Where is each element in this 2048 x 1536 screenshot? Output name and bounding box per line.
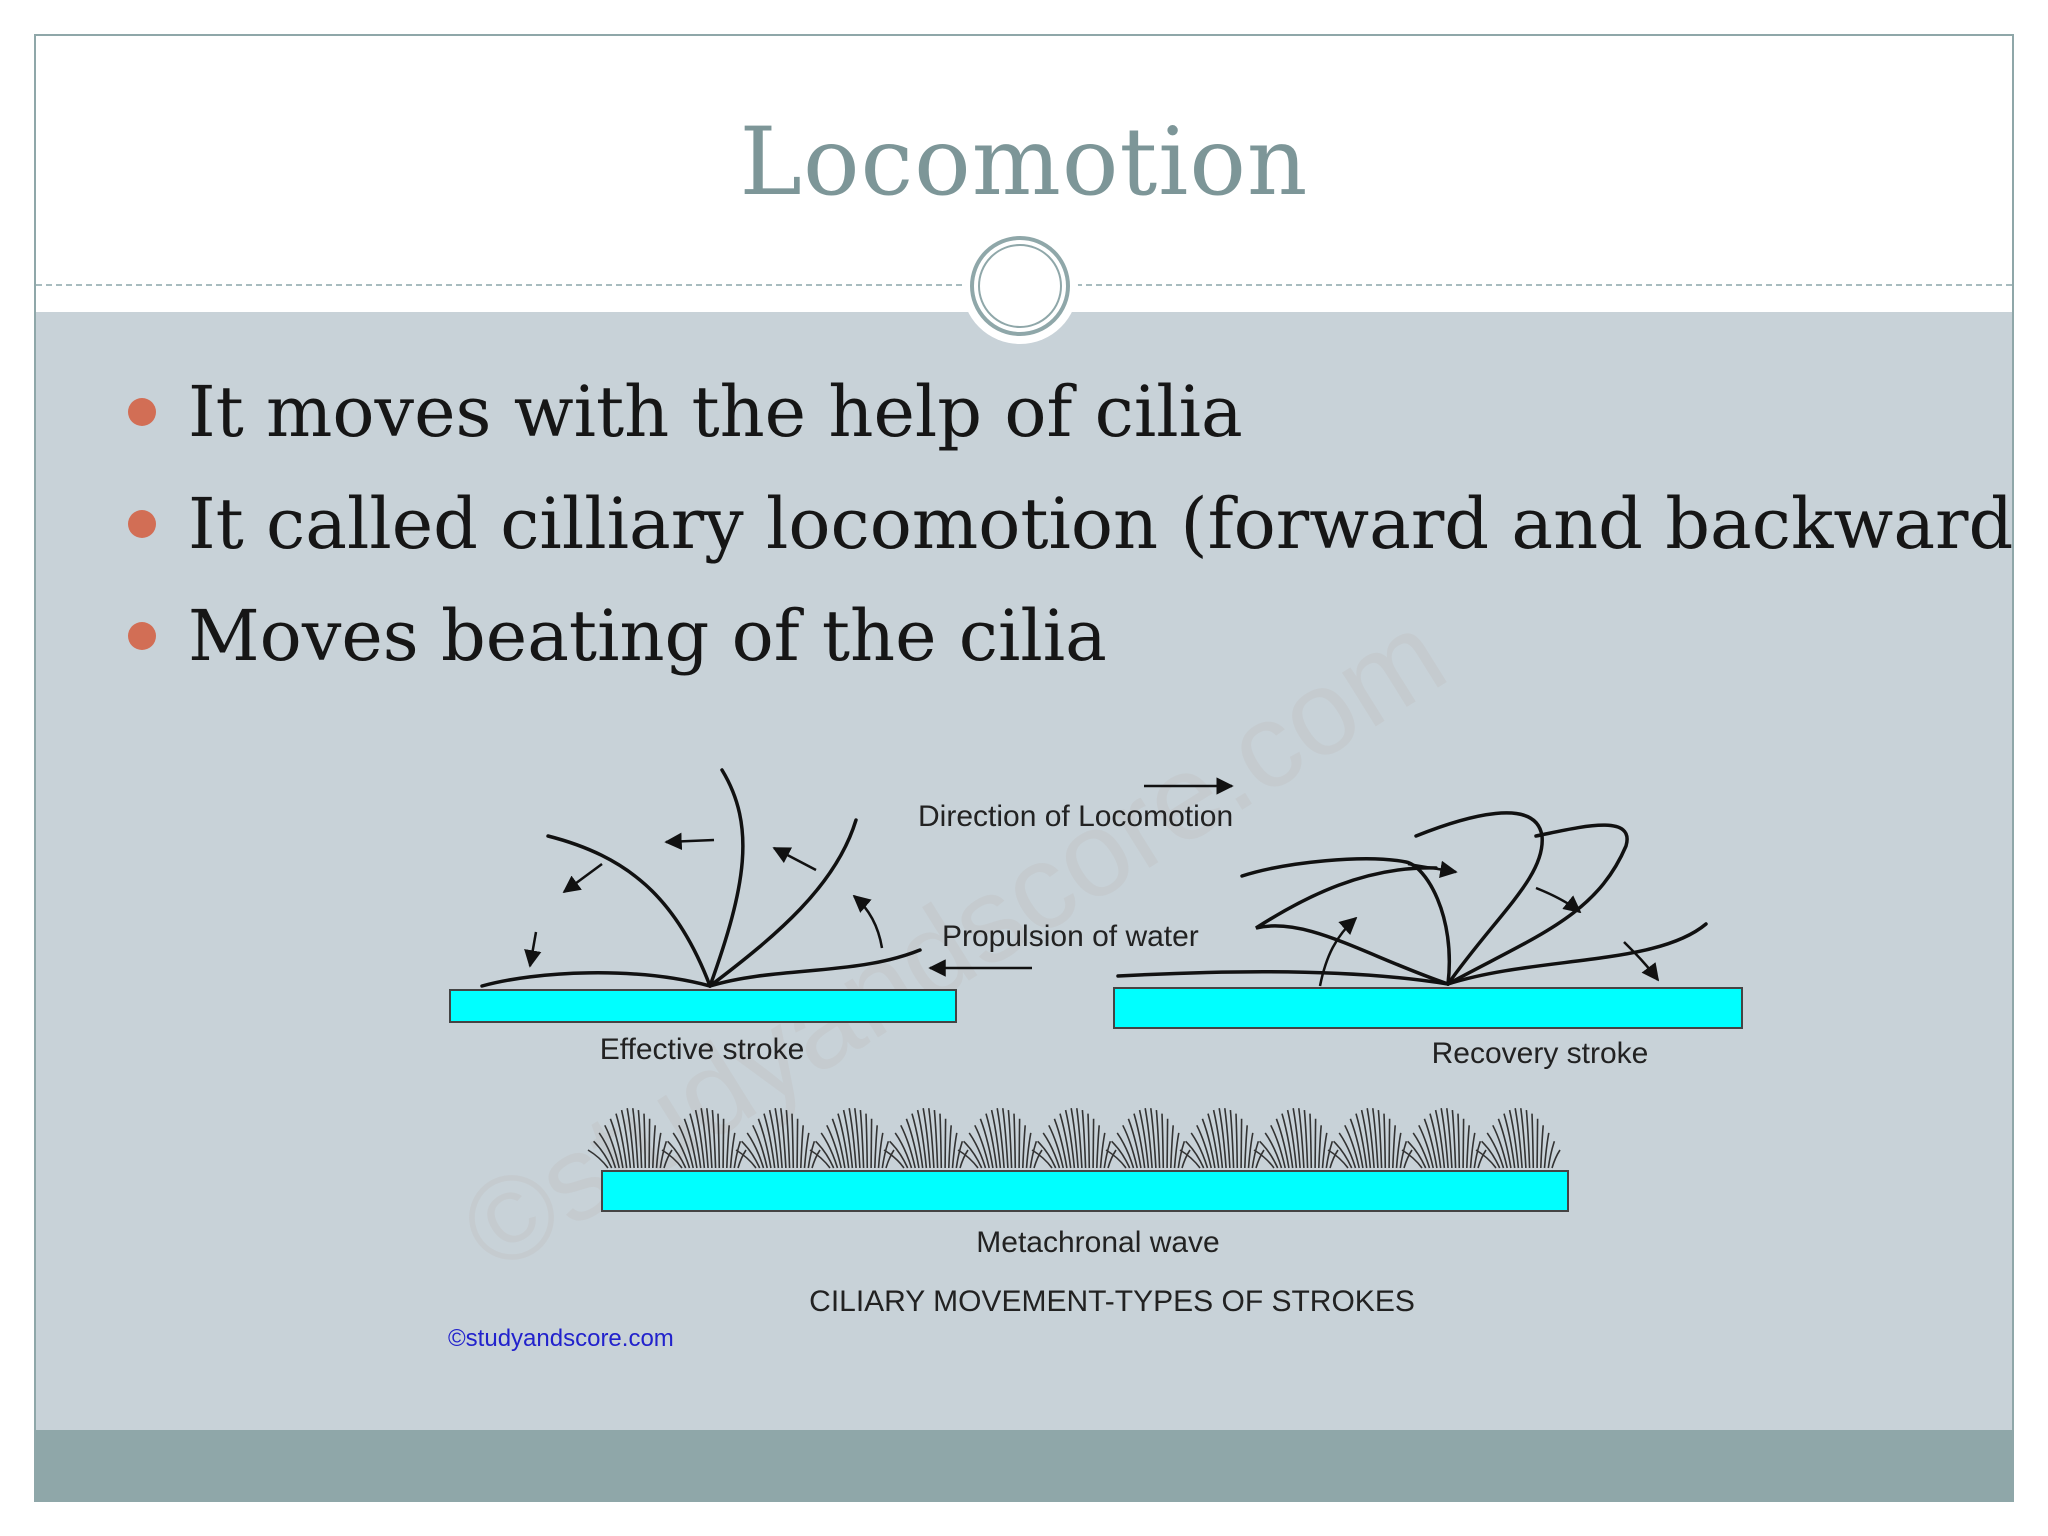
bullet-text: It called cilliary locomotion (forward a… — [188, 483, 2014, 565]
bullet-dot-icon — [128, 510, 156, 538]
bullet-dot-icon — [128, 622, 156, 650]
recovery-stroke-diagram — [1113, 811, 1743, 1029]
slide-title: Locomotion — [739, 108, 1309, 217]
footer-bar — [36, 1430, 2012, 1500]
recovery-stroke-base — [1113, 987, 1743, 1029]
effective-stroke-base — [449, 989, 957, 1023]
bullet-item: It called cilliary locomotion (forward a… — [96, 468, 2012, 580]
propulsion-of-water-label: Propulsion of water — [942, 920, 1199, 953]
metachronal-wave-base — [601, 1170, 1569, 1212]
bullet-list: It moves with the help of cilia It calle… — [96, 356, 2012, 692]
metachronal-cilia — [587, 1108, 1561, 1169]
bullet-item: It moves with the help of cilia — [96, 356, 1996, 468]
bullet-text: Moves beating of the cilia — [188, 595, 1107, 677]
recovery-stroke-label: Recovery stroke — [1432, 1037, 1649, 1070]
watermark-text: ©studyandscore.com — [439, 586, 1467, 1298]
bullet-text: It moves with the help of cilia — [188, 371, 1243, 453]
bullet-dot-icon — [128, 398, 156, 426]
circle-ornament-icon — [962, 228, 1078, 344]
figure-caption: CILIARY MOVEMENT-TYPES OF STROKES — [809, 1285, 1415, 1318]
effective-stroke-label: Effective stroke — [600, 1033, 805, 1066]
effective-stroke-diagram — [449, 768, 957, 1023]
metachronal-wave-label: Metachronal wave — [976, 1226, 1219, 1259]
bullet-item: Moves beating of the cilia — [96, 580, 1996, 692]
direction-of-locomotion-label: Direction of Locomotion — [918, 800, 1233, 833]
metachronal-wave-diagram — [587, 1108, 1569, 1212]
credit-text: ©studyandscore.com — [448, 1325, 674, 1352]
slide: Locomotion It moves with the help of cil… — [34, 34, 2014, 1502]
